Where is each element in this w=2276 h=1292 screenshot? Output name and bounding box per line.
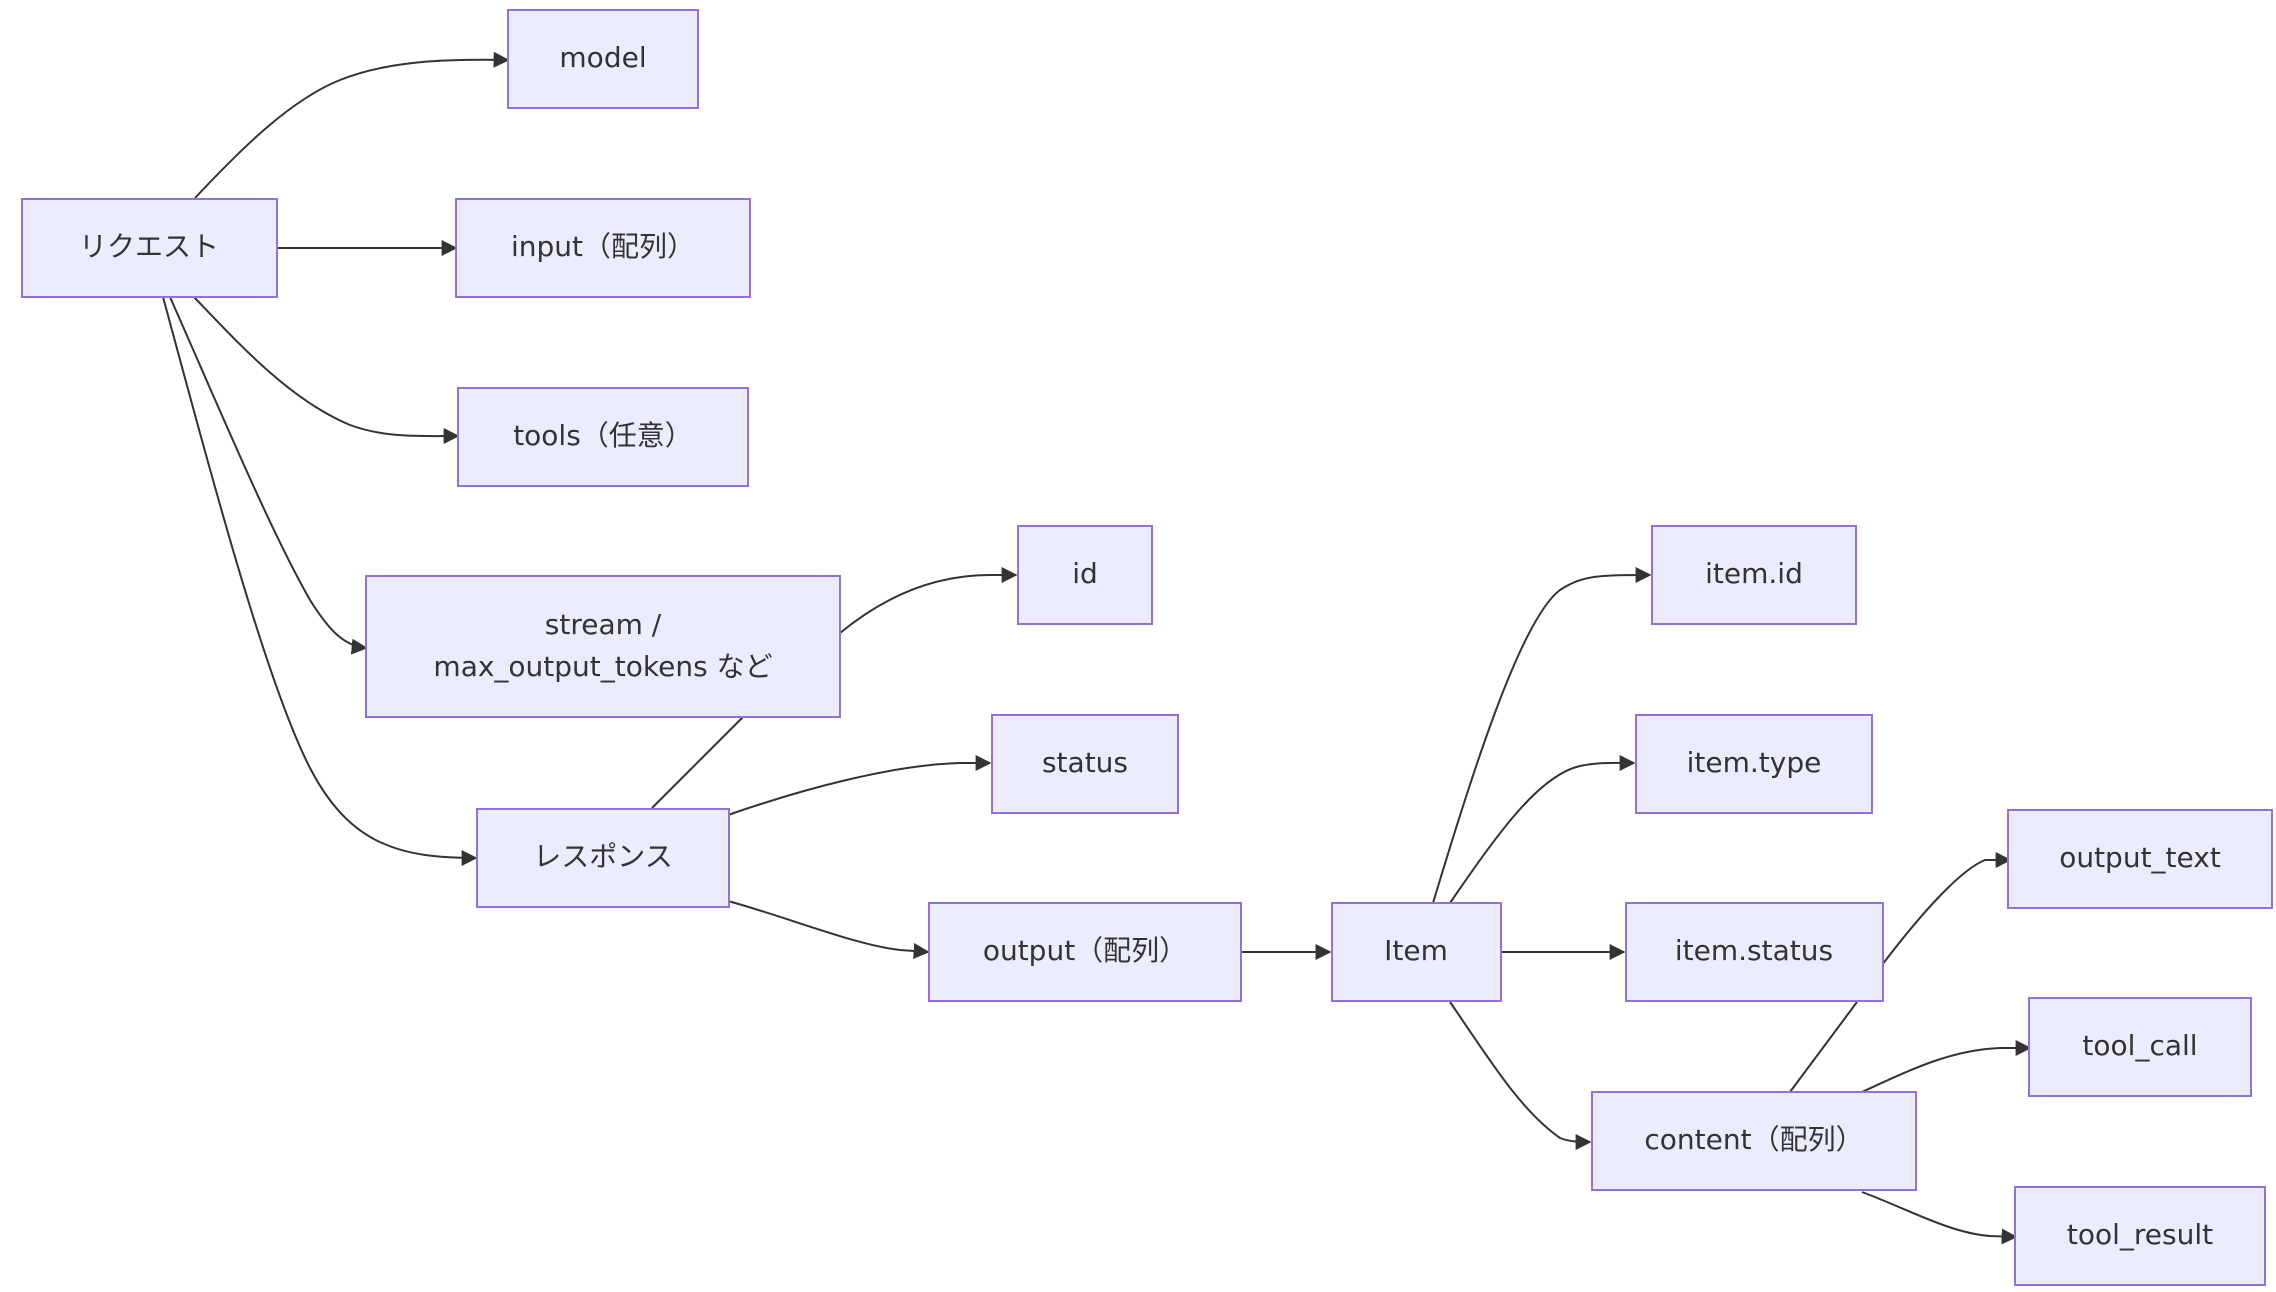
- edge-request-model: [194, 51, 510, 199]
- edge-request-response: [162, 296, 478, 866]
- node-request-label: リクエスト: [79, 230, 219, 263]
- node-stream-label-line2: max_output_tokens など: [433, 650, 772, 683]
- node-tools[interactable]: tools（任意）: [457, 387, 749, 487]
- edge-response-output: [727, 900, 930, 959]
- node-tool-call[interactable]: tool_call: [2028, 997, 2252, 1097]
- node-model-label: model: [559, 41, 646, 74]
- node-tool-result[interactable]: tool_result: [2014, 1186, 2266, 1286]
- node-id-label: id: [1072, 557, 1098, 590]
- node-content[interactable]: content（配列）: [1591, 1091, 1917, 1191]
- edge-stream-id: [839, 567, 1018, 634]
- edge-content-toolresult: [1861, 1191, 2018, 1245]
- node-stream-label-line1: stream /: [545, 608, 662, 641]
- node-output-text-label: output_text: [2059, 841, 2221, 874]
- node-input-label: input（配列）: [511, 230, 695, 263]
- node-stream[interactable]: stream / max_output_tokens など: [365, 575, 841, 718]
- node-output[interactable]: output（配列）: [928, 902, 1242, 1002]
- edge-request-tools: [193, 296, 460, 445]
- node-item-status-label: item.status: [1675, 934, 1833, 967]
- node-id[interactable]: id: [1017, 525, 1153, 625]
- node-tools-label: tools（任意）: [513, 419, 693, 452]
- node-item[interactable]: Item: [1331, 902, 1502, 1002]
- node-item-status[interactable]: item.status: [1625, 902, 1884, 1002]
- edge-request-stream: [169, 296, 368, 655]
- nodes: リクエスト model input（配列） tools（任意） stream /…: [21, 9, 2273, 1286]
- edge-item-content: [1449, 1001, 1592, 1150]
- edge-stream-response: [651, 716, 744, 809]
- node-status-label: status: [1042, 746, 1128, 779]
- node-tool-call-label: tool_call: [2082, 1029, 2197, 1062]
- edge-item-itemtype: [1449, 754, 1636, 904]
- node-tool-result-label: tool_result: [2067, 1218, 2213, 1251]
- node-response[interactable]: レスポンス: [476, 808, 730, 908]
- edges: [162, 51, 2032, 1245]
- node-item-type-label: item.type: [1687, 746, 1822, 779]
- node-item-id[interactable]: item.id: [1651, 525, 1857, 625]
- node-content-label: content（配列）: [1644, 1123, 1863, 1156]
- edge-content-itemstatus: [1789, 1001, 1858, 1093]
- node-request[interactable]: リクエスト: [21, 198, 278, 298]
- node-output-text[interactable]: output_text: [2007, 809, 2273, 909]
- edge-content-outputtext: [1881, 852, 2012, 966]
- node-response-label: レスポンス: [533, 840, 672, 873]
- node-item-type[interactable]: item.type: [1635, 714, 1873, 814]
- node-status[interactable]: status: [991, 714, 1179, 814]
- node-model[interactable]: model: [507, 9, 699, 109]
- node-input[interactable]: input（配列）: [455, 198, 751, 298]
- edge-content-toolcall: [1861, 1040, 2032, 1093]
- node-item-id-label: item.id: [1705, 557, 1803, 590]
- node-item-label: Item: [1384, 934, 1448, 967]
- node-output-label: output（配列）: [983, 934, 1187, 967]
- edge-item-itemid: [1432, 567, 1652, 904]
- edge-response-status: [727, 755, 992, 816]
